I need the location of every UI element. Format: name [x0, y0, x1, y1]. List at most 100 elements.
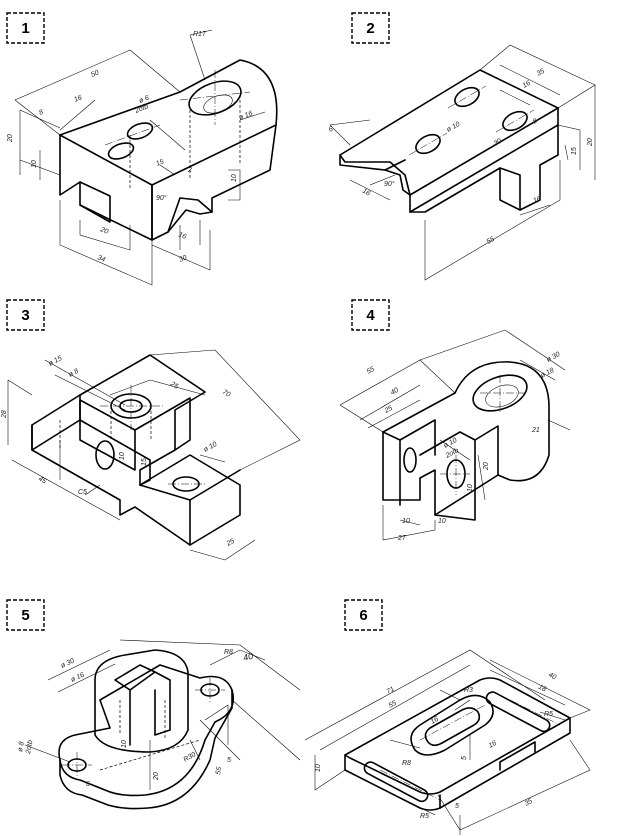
fig5-dim-40: 40: [242, 651, 254, 663]
fig6-dim-5b: 5: [455, 803, 459, 810]
figure-4-drawing: [339, 329, 571, 541]
fig5-dim-55: 55: [215, 766, 223, 775]
fig5-dim-d16: ø 16: [70, 672, 86, 684]
fig2-dim-20: 20: [587, 138, 594, 147]
fig1-dim-d16: ø 16: [238, 110, 254, 122]
fig2-dim-16c: 16: [532, 196, 542, 205]
fig1-dim-r17: R17: [193, 31, 207, 38]
figure-2: 2 35 16 6 ø 10 8 3: [328, 12, 596, 281]
figure-6: 6 71 40 55 18: [304, 599, 591, 835]
fig2-dim-30: 30: [493, 138, 503, 148]
fig6-dim-r5a: R5: [544, 711, 553, 718]
fig2-dim-16b: 16: [361, 188, 371, 198]
fig4-dim-20: 20: [483, 462, 490, 471]
fig4-dim-25: 25: [383, 405, 394, 415]
fig1-dim-20b: 20: [98, 226, 109, 236]
fig1-dim-8: 8: [38, 109, 44, 117]
fig2-dim-d10: ø 10: [446, 121, 462, 134]
fig1-dim-30: 30: [178, 254, 188, 263]
fig1-dim-50: 50: [90, 69, 100, 78]
fig5-dim-20: 20: [153, 772, 160, 781]
fig2-dim-90deg: 90°: [384, 180, 395, 188]
svg-text:6: 6: [359, 607, 367, 624]
fig3-dim-25a: 25: [168, 380, 179, 391]
figure-5-label: 5: [6, 599, 45, 631]
svg-text:3: 3: [21, 307, 29, 324]
fig3-dim-25b: 25: [225, 538, 236, 548]
fig1-dim-16: 16: [73, 94, 83, 103]
fig1-dim-10b: 10: [231, 174, 238, 182]
fig3-dim-15: 15: [141, 458, 148, 466]
fig6-dim-5a: 5: [461, 756, 468, 760]
svg-text:1: 1: [21, 20, 29, 37]
figure-5: 5 ø 30 ø 16 R8 40: [6, 599, 301, 810]
figure-5-dimensions: ø 30 ø 16 R8 40 10 ø 8 2otb 20 55 6 5 R3…: [17, 649, 254, 788]
fig4-dim-10a: 10: [467, 484, 474, 492]
fig5-dim-10: 10: [121, 740, 128, 748]
fig1-dim-10a: 10: [31, 160, 38, 168]
fig4-dim-d30: ø 30: [546, 351, 562, 364]
fig3-dim-28: 28: [1, 410, 8, 419]
fig1-dim-20: 20: [7, 134, 14, 143]
fig3-dim-d10: ø 10: [203, 441, 219, 454]
figure-3-drawing: [7, 349, 301, 561]
fig3-dim-45: 45: [37, 476, 47, 486]
figure-5-drawing: [24, 639, 301, 810]
fig1-dim-34: 34: [96, 254, 106, 263]
fig2-dim-8: 8: [532, 118, 539, 126]
fig5-dim-r8: R8: [224, 649, 233, 656]
figure-6-drawing: [304, 649, 591, 835]
fig4-dim-10c: 10: [438, 518, 446, 525]
fig4-dim-21: 21: [531, 427, 540, 434]
fig4-dim-55: 55: [366, 366, 376, 376]
fig1-dim-d6: ø 6: [138, 95, 150, 105]
fig2-dim-35: 35: [536, 68, 546, 78]
fig4-dim-27: 27: [397, 535, 407, 542]
fig1-dim-16b: 16: [177, 231, 187, 240]
figure-2-label: 2: [351, 12, 390, 44]
svg-text:4: 4: [366, 307, 375, 324]
fig3-dim-d8: ø 8: [68, 368, 80, 379]
fig6-dim-71: 71: [386, 686, 396, 696]
fig2-dim-16a: 16: [522, 80, 532, 90]
svg-text:5: 5: [21, 607, 29, 624]
figure-6-dimensions: 71 40 55 18 R5 R3 10 16 R8 5 16 35 R5 5: [315, 672, 557, 820]
fig1-dim-90deg: 90°: [156, 194, 167, 202]
fig6-dim-16b: 16: [488, 740, 498, 750]
figure-4: 4 55 40 ø 30 ø 1: [339, 299, 571, 542]
figure-1: 1: [6, 12, 278, 286]
fig1-dim-2otb: 2otb: [133, 103, 149, 115]
figure-1-drawing: [14, 29, 278, 286]
fig6-dim-r5b: R5: [420, 813, 429, 820]
fig6-dim-35: 35: [524, 798, 534, 808]
fig6-dim-10: 10: [315, 764, 322, 772]
fig6-dim-16a: 16: [430, 716, 440, 726]
figure-2-drawing: [329, 44, 596, 281]
fig1-dim-15: 15: [155, 158, 165, 167]
fig5-dim-5: 5: [227, 757, 231, 764]
fig4-dim-10b: 10: [402, 518, 410, 525]
fig6-dim-r3: R3: [464, 687, 473, 694]
fig6-dim-18: 18: [537, 684, 547, 694]
fig4-dim-40: 40: [390, 387, 400, 397]
fig1-dim-2: 2: [187, 167, 192, 174]
fig6-dim-55: 55: [388, 700, 398, 710]
fig6-dim-r8: R8: [402, 760, 411, 767]
fig3-dim-c5: C5: [78, 489, 87, 496]
fig2-dim-55: 55: [486, 236, 496, 246]
svg-text:2: 2: [366, 20, 374, 37]
fig6-dim-40: 40: [547, 672, 557, 682]
fig2-dim-6: 6: [328, 126, 335, 134]
fig2-dim-15: 15: [571, 147, 578, 155]
fig4-dim-d18: ø 18: [540, 367, 556, 380]
fig5-dim-2otb: 2otb: [25, 740, 34, 756]
figure-4-label: 4: [351, 299, 390, 331]
fig5-dim-d8: ø 8: [17, 741, 26, 752]
figure-1-dimensions: R17 50 16 8 20 10 ø 6 2otb ø 16 15 2 10 …: [7, 31, 254, 264]
figure-3-label: 3: [6, 299, 45, 331]
figure-6-label: 6: [344, 599, 383, 631]
fig3-dim-10: 10: [119, 452, 126, 460]
fig5-dim-6: 6: [86, 781, 90, 788]
fig3-dim-70: 70: [221, 389, 231, 399]
